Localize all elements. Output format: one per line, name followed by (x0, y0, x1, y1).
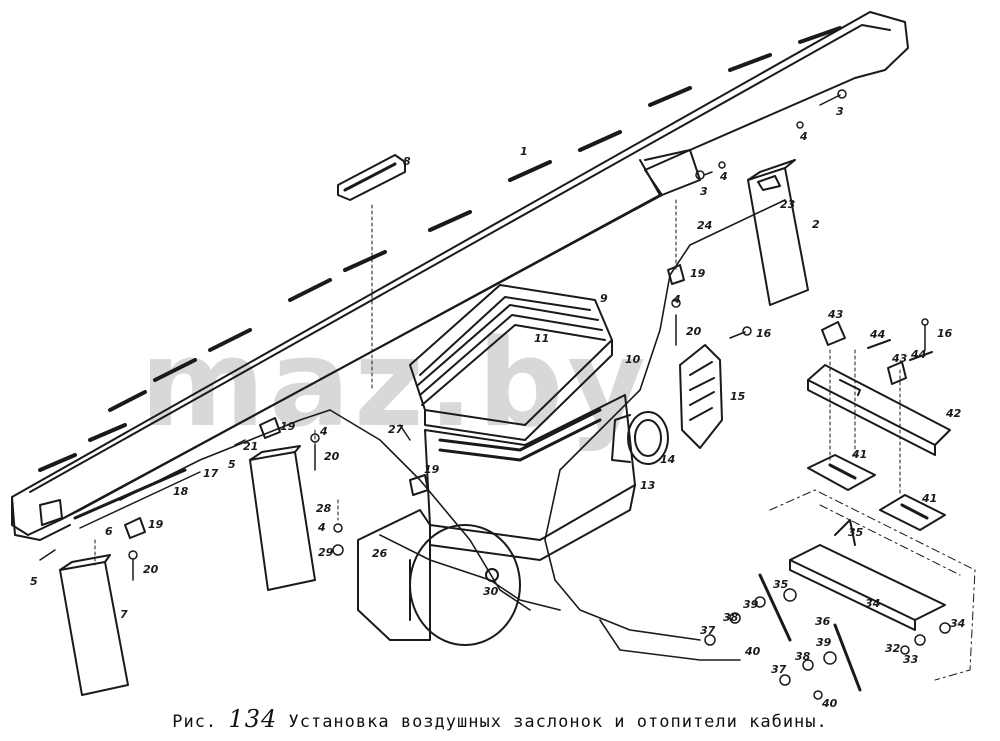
label-40a: 40 (744, 645, 761, 658)
label-21: 21 (243, 440, 258, 453)
caption-title: Установка воздушных заслонок и отопители… (288, 712, 828, 732)
label-5a: 5 (30, 575, 38, 588)
label-20a: 20 (686, 325, 702, 338)
label-4c: 4 (672, 293, 681, 306)
label-28: 28 (316, 502, 332, 515)
label-37a: 37 (700, 624, 716, 637)
label-38a: 38 (723, 611, 739, 624)
pad-41-a (807, 454, 876, 491)
label-4d: 4 (319, 425, 328, 438)
heater-radiator-9 (409, 284, 613, 441)
label-19c: 19 (424, 463, 440, 476)
rod-17-18 (73, 468, 201, 529)
small-parts-43-44 (821, 321, 933, 385)
label-32: 32 (885, 642, 901, 655)
control-levers-assembly (758, 519, 946, 692)
label-4b: 4 (799, 130, 808, 143)
label-8: 8 (403, 155, 411, 168)
label-1: 1 (520, 145, 528, 158)
label-13: 13 (640, 479, 656, 492)
label-44b: 44 (910, 348, 926, 361)
label-2: 2 (812, 218, 820, 231)
label-9: 9 (600, 292, 608, 305)
label-29: 29 (318, 546, 334, 559)
label-30: 30 (483, 585, 499, 598)
label-23: 23 (780, 198, 796, 211)
label-4e: 4 (317, 521, 326, 534)
label-39a: 39 (743, 598, 759, 611)
label-27: 27 (388, 423, 404, 436)
dashboard-panel (11, 11, 909, 541)
label-5b: 5 (228, 458, 236, 471)
label-15: 15 (730, 390, 746, 403)
label-38b: 38 (795, 650, 811, 663)
label-35b: 35 (773, 578, 789, 591)
label-41b: 41 (921, 492, 937, 505)
figure-caption: Рис. 134 Установка воздушных заслонок и … (0, 705, 1000, 733)
label-42: 42 (945, 407, 962, 420)
support-post-2 (747, 159, 809, 306)
label-39b: 39 (816, 636, 832, 649)
label-10: 10 (625, 353, 641, 366)
label-43a: 43 (827, 308, 844, 321)
label-41a: 41 (851, 448, 867, 461)
label-40b: 40 (821, 697, 838, 710)
label-16b: 16 (937, 327, 953, 340)
label-34a: 34 (865, 597, 880, 610)
label-3b: 3 (836, 105, 844, 118)
label-4a: 4 (719, 170, 728, 183)
cable-clip-30 (485, 568, 499, 582)
label-6: 6 (105, 525, 113, 538)
heater-fan-drum (357, 509, 521, 646)
label-16a: 16 (756, 327, 772, 340)
pad-41-b (879, 494, 946, 531)
label-20b: 20 (324, 450, 340, 463)
label-19a: 19 (690, 267, 706, 280)
label-20c: 20 (143, 563, 159, 576)
label-44a: 44 (869, 328, 885, 341)
bracket-8 (337, 154, 406, 201)
label-17: 17 (203, 467, 219, 480)
vent-grille-15 (679, 344, 723, 449)
label-34b: 34 (950, 617, 965, 630)
label-14: 14 (660, 453, 675, 466)
label-24: 24 (697, 219, 712, 232)
caption-figure-number: 134 (228, 705, 278, 733)
label-37b: 37 (771, 663, 787, 676)
label-18: 18 (173, 485, 189, 498)
label-26: 26 (372, 547, 388, 560)
control-bracket-42 (807, 364, 951, 456)
label-19d: 19 (148, 518, 164, 531)
label-33: 33 (903, 653, 919, 666)
label-19b: 19 (280, 420, 296, 433)
label-36: 36 (815, 615, 831, 628)
support-post-center (249, 445, 316, 591)
label-35a: 35 (848, 526, 864, 539)
support-post-7 (59, 554, 129, 696)
floor-panel-outline (769, 489, 976, 681)
fasteners (39, 89, 951, 700)
clips-19 (124, 264, 685, 539)
duct-14 (611, 411, 669, 465)
caption-prefix: Рис. (172, 712, 218, 732)
label-3a: 3 (700, 185, 708, 198)
label-43b: 43 (891, 352, 908, 365)
label-7: 7 (120, 608, 128, 621)
label-11: 11 (534, 332, 549, 345)
